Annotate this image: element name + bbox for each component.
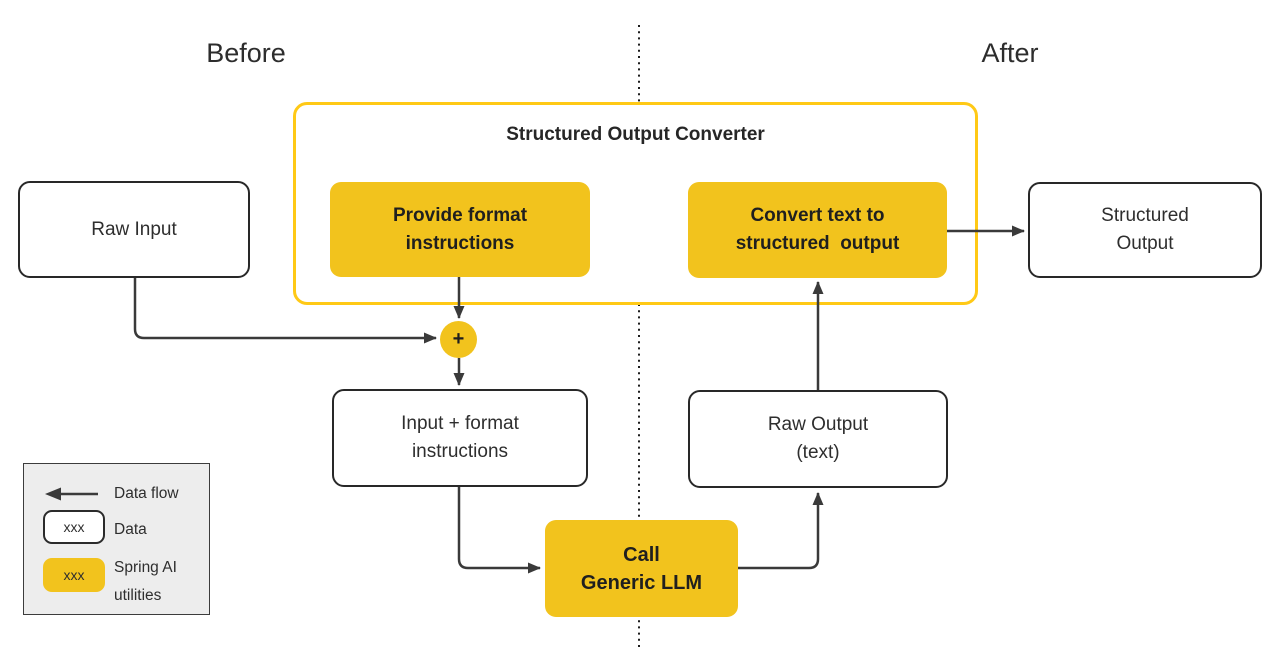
node-label: Input + format instructions xyxy=(401,413,519,462)
after-label: After xyxy=(981,38,1039,68)
node-label: Convert text to structured output xyxy=(735,205,900,254)
node-label: Call Generic LLM xyxy=(580,543,703,594)
node-label: Raw Output (text) xyxy=(767,414,869,463)
plus-junction: + xyxy=(440,321,477,358)
legend-sample-text: xxx xyxy=(63,567,85,583)
legend-sample-text: xxx xyxy=(63,519,85,535)
connector-call-llm-to-raw-output xyxy=(738,492,824,570)
plus-icon: + xyxy=(452,328,465,350)
converter-title: Structured Output Converter xyxy=(506,124,765,145)
connector-input-format-to-call-llm xyxy=(457,487,541,574)
node-convert-text-to-structured-output: Convert text to structured output xyxy=(688,182,947,278)
node-structured-output: Structured Output xyxy=(1028,182,1262,278)
node-label: Structured Output xyxy=(1101,205,1189,254)
node-input-plus-format-instructions: Input + format instructions xyxy=(332,389,588,487)
node-raw-output-text: Raw Output (text) xyxy=(688,390,948,488)
node-call-generic-llm: Call Generic LLM xyxy=(545,520,738,617)
legend-data-flow-label: Data flow xyxy=(114,485,179,502)
legend-data-label: Data xyxy=(114,521,147,538)
node-label: Raw Input xyxy=(91,218,177,240)
legend-spring-ai-sample-box: xxx xyxy=(43,558,105,592)
legend-data-sample-box: xxx xyxy=(43,510,105,544)
structured-output-converter-group: Structured Output Converter Provide form… xyxy=(293,102,978,305)
node-provide-format-instructions: Provide format instructions xyxy=(330,182,590,277)
node-raw-input: Raw Input xyxy=(18,181,250,278)
data-flow-arrow-icon xyxy=(45,487,98,501)
before-label: Before xyxy=(206,38,286,68)
node-label: Provide format instructions xyxy=(392,204,528,254)
